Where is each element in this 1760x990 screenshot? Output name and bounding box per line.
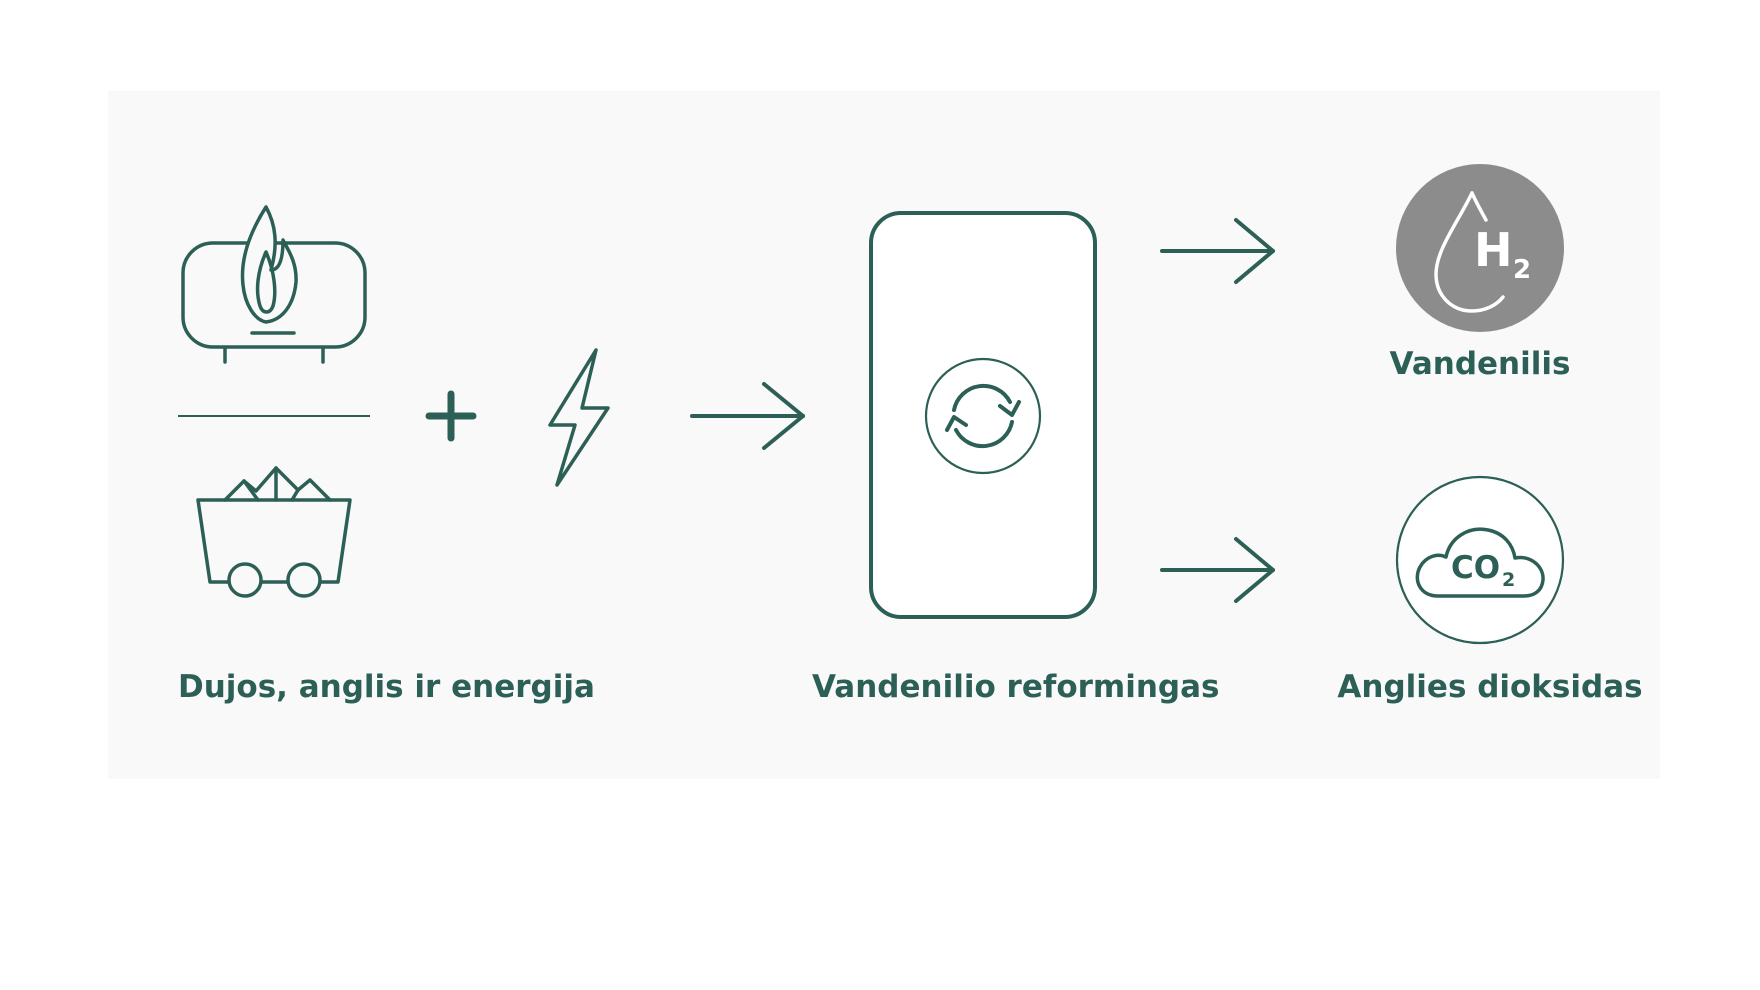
co2-subscript: 2 bbox=[1502, 569, 1515, 591]
arrow-to-reformer bbox=[690, 382, 805, 450]
lightning-bolt-icon bbox=[548, 348, 610, 487]
plus-icon bbox=[425, 390, 477, 442]
co2-label: Anglies dioksidas bbox=[1337, 669, 1642, 705]
co2-cloud-icon: CO 2 bbox=[1395, 475, 1565, 645]
reformer-cycle-icon bbox=[924, 357, 1042, 475]
arrow-to-co2 bbox=[1160, 537, 1275, 603]
hydrogen-drop-icon: H 2 bbox=[1396, 164, 1564, 332]
reformer-box bbox=[869, 211, 1097, 619]
coal-cart-icon bbox=[196, 466, 352, 598]
hydrogen-subscript: 2 bbox=[1513, 255, 1531, 285]
arrow-to-hydrogen bbox=[1160, 218, 1275, 284]
hydrogen-label: Vandenilis bbox=[1390, 346, 1571, 382]
gas-tank-flame-icon bbox=[181, 205, 367, 364]
co2-symbol: CO bbox=[1451, 550, 1500, 586]
hydrogen-symbol: H bbox=[1474, 223, 1513, 277]
inputs-label: Dujos, anglis ir energija bbox=[178, 669, 595, 705]
process-label: Vandenilio reformingas bbox=[812, 669, 1219, 705]
